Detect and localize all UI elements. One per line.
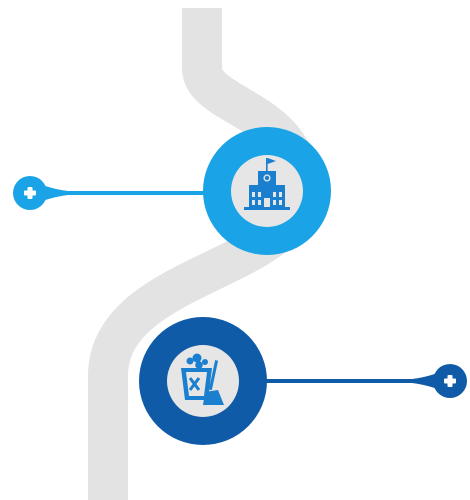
node-cleaning[interactable] (139, 317, 267, 445)
cleaning-bucket-broom-icon (181, 353, 224, 405)
add-button-left[interactable] (13, 176, 47, 210)
add-button-right[interactable] (433, 364, 467, 398)
node-school[interactable] (203, 127, 331, 255)
school-icon (244, 158, 290, 210)
